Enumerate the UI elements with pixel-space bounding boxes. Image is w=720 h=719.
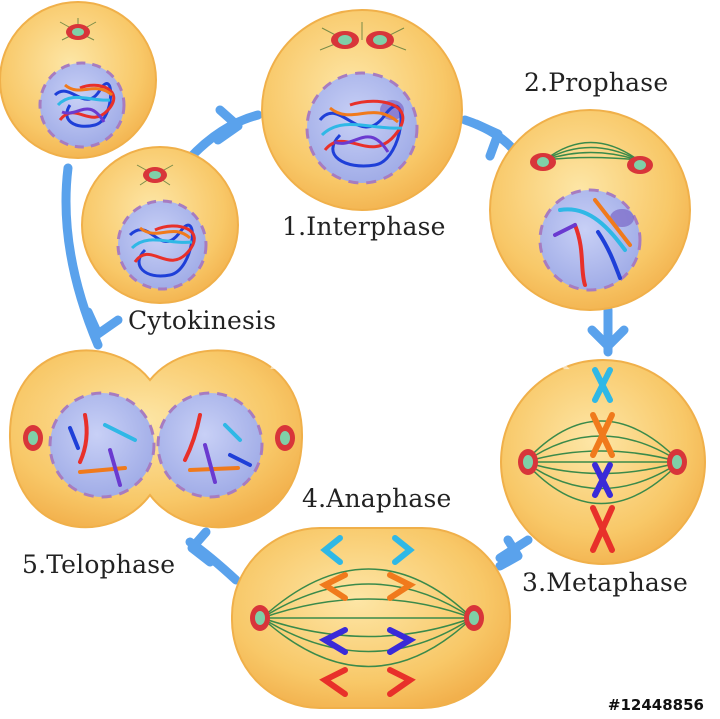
chevron-icon [587, 325, 629, 351]
prophase-cell [489, 109, 691, 311]
stock-id: #12448856 [607, 696, 704, 714]
chevron-icon [471, 119, 503, 161]
centrosome-icon [250, 605, 484, 631]
chevron-icon [187, 527, 215, 567]
cytokinesis-cell [81, 146, 239, 304]
centrosome-icon [530, 153, 653, 174]
label-telophase: 5.Telophase [22, 550, 176, 579]
chevron-icon [495, 535, 523, 571]
centrosome-icon [59, 18, 97, 41]
centrosome-icon [518, 449, 687, 475]
label-interphase: 1.Interphase [282, 212, 446, 241]
chevron-icon [83, 307, 123, 339]
label-metaphase: 3.Metaphase [522, 568, 689, 597]
watermark: Adobe Stock [270, 325, 570, 381]
centrosome-icon [136, 164, 174, 186]
telophase-cell [8, 349, 304, 529]
label-prophase: 2.Prophase [524, 68, 669, 97]
label-anaphase: 4.Anaphase [302, 484, 452, 513]
daughter-cell-top-left [0, 1, 157, 159]
chromatin [53, 82, 116, 128]
centrosome-icon [319, 22, 407, 51]
metaphase-cell [500, 359, 706, 565]
arrow-heads [83, 105, 629, 571]
arrow-cytokinesis-to-interphase [183, 110, 263, 165]
anaphase-cell [231, 527, 511, 709]
centrosome-icon [23, 425, 295, 451]
chevron-icon [213, 105, 243, 145]
label-cytokinesis: Cytokinesis [128, 306, 277, 335]
interphase-cell [261, 9, 463, 211]
